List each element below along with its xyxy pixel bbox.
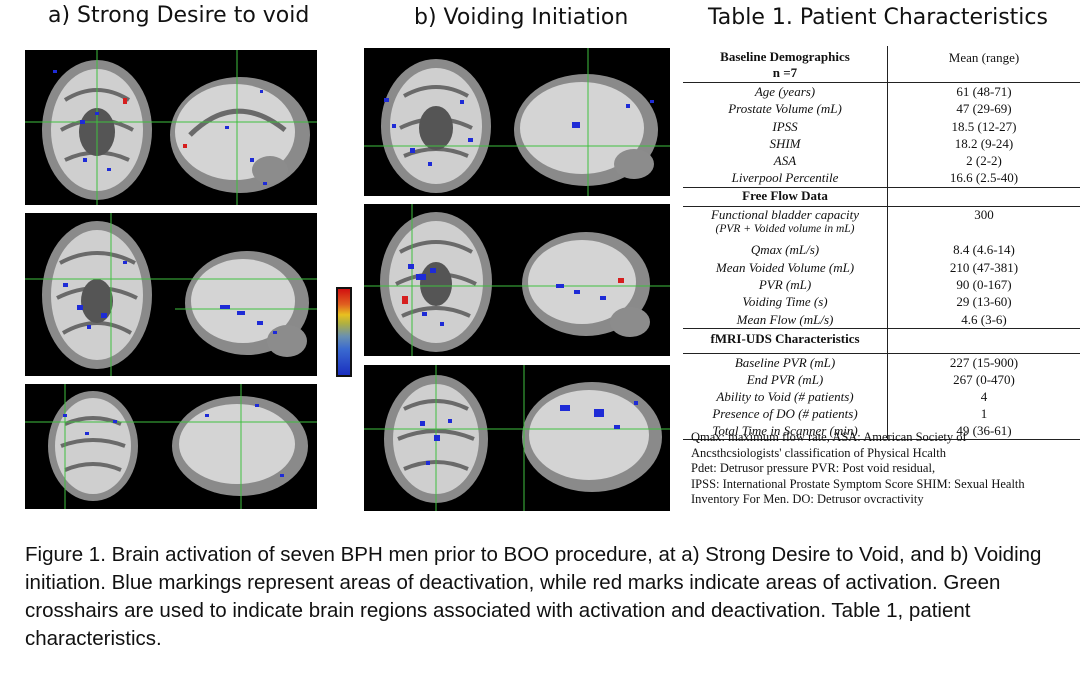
table-row: Voiding Time (s) 29 (13-60)	[683, 293, 1080, 311]
row-label: Mean Flow (mL/s)	[683, 310, 888, 328]
table-footnotes: Qmax: maximum flow rate, ASA: American S…	[691, 430, 1080, 508]
table-row: Ability to Void (# patients) 4	[683, 387, 1080, 405]
table-row: Total Time in Scanner (min) 49 (36-61)	[683, 421, 1080, 440]
table-row: PVR (mL) 90 (0-167)	[683, 275, 1080, 294]
row-label: Functional bladder capacity(PVR + Voided…	[683, 206, 888, 242]
free-flow-section: Functional bladder capacity(PVR + Voided…	[683, 206, 1080, 328]
row-value: 300	[974, 206, 994, 222]
scan-a1	[25, 50, 317, 205]
row-label: Baseline PVR (mL)	[683, 353, 888, 371]
table-row: Age (years) 61 (48-71)	[683, 83, 1080, 101]
row-value: 227 (15-900)	[949, 354, 1019, 370]
table-row: Mean Flow (mL/s) 4.6 (3-6)	[683, 310, 1080, 328]
row-label: Liverpool Percentile	[683, 169, 888, 187]
demographics-section: Age (years)61 (48-71)Prostate Volume (mL…	[683, 83, 1080, 187]
row-value: 90 (0-167)	[956, 276, 1012, 292]
table-row: End PVR (mL) 267 (0-470)	[683, 370, 1080, 388]
table-row: Functional bladder capacity(PVR + Voided…	[683, 206, 1080, 242]
table-row: Liverpool Percentile 16.6 (2.5-40)	[683, 169, 1080, 187]
header-left-line2: n =7	[772, 65, 798, 80]
row-label: Voiding Time (s)	[683, 293, 888, 311]
row-label: Qmax (mL/s)	[683, 241, 888, 259]
figure-caption: Figure 1. Brain activation of seven BPH …	[25, 543, 1042, 650]
free-flow-header-row: Free Flow Data	[683, 186, 1080, 207]
table-header-right: Mean (range)	[948, 50, 1020, 65]
row-value: 210 (47-381)	[949, 259, 1019, 275]
footnote-line: Pdet: Detrusor pressure PVR: Post void r…	[691, 461, 936, 475]
table-row: Qmax (mL/s) 8.4 (4.6-14)	[683, 241, 1080, 259]
row-label: SHIM	[683, 134, 888, 153]
row-label: Prostate Volume (mL)	[683, 100, 888, 118]
table-row: SHIM 18.2 (9-24)	[683, 134, 1080, 153]
scan-a3	[25, 384, 317, 509]
footnote-line: Ancsthcsiologists' classification of Phy…	[691, 445, 946, 460]
patient-characteristics-table: Baseline Demographics n =7 Mean (range) …	[683, 46, 1080, 440]
footnote-line: Inventory For Men. DO: Detrusor ovcracti…	[691, 492, 924, 506]
table-row: ASA 2 (2-2)	[683, 152, 1080, 170]
table-row: Baseline PVR (mL) 227 (15-900)	[683, 353, 1080, 371]
table-header-left: Baseline Demographics n =7	[683, 46, 888, 82]
row-label: Ability to Void (# patients)	[683, 387, 888, 405]
row-value: 61 (48-71)	[956, 84, 1012, 99]
scan-a2	[25, 213, 317, 376]
row-label-sub: (PVR + Voided volume in mL)	[715, 222, 855, 235]
row-value: 29 (13-60)	[956, 294, 1012, 310]
fmri-section: Baseline PVR (mL)227 (15-900)End PVR (mL…	[683, 353, 1080, 440]
footnote-line: Qmax: maximum flow rate, ASA: American S…	[691, 430, 967, 444]
row-label: Total Time in Scanner (min)	[683, 421, 888, 439]
table-row: Presence of DO (# patients) 1	[683, 404, 1080, 422]
row-value: 18.5 (12-27)	[951, 118, 1017, 134]
table-header-row: Baseline Demographics n =7 Mean (range)	[683, 46, 1080, 83]
row-value: 267 (0-470)	[953, 371, 1015, 387]
row-label: Mean Voided Volume (mL)	[683, 258, 888, 276]
row-value: 2 (2-2)	[966, 153, 1002, 169]
row-value: 16.6 (2.5-40)	[949, 170, 1019, 186]
table-row: Prostate Volume (mL) 47 (29-69)	[683, 100, 1080, 118]
row-label: Presence of DO (# patients)	[683, 404, 888, 422]
row-value: 18.2 (9-24)	[954, 135, 1014, 151]
row-label: End PVR (mL)	[683, 370, 888, 388]
scan-b3	[364, 365, 670, 511]
row-value: 47 (29-69)	[956, 101, 1012, 117]
free-flow-header: Free Flow Data	[683, 187, 888, 206]
scan-b2	[364, 204, 670, 356]
row-value: 8.4 (4.6-14)	[953, 242, 1015, 258]
fmri-header: fMRI-UDS Characteristics	[683, 328, 888, 353]
fmri-header-row: fMRI-UDS Characteristics	[683, 327, 1080, 354]
row-label: ASA	[683, 152, 888, 170]
row-value: 49 (36-61)	[956, 422, 1012, 438]
row-label: IPSS	[683, 117, 888, 135]
table-row: IPSS 18.5 (12-27)	[683, 117, 1080, 135]
table-row: Mean Voided Volume (mL) 210 (47-381)	[683, 258, 1080, 276]
row-value: 4.6 (3-6)	[961, 311, 1007, 327]
row-label: PVR (mL)	[683, 275, 888, 294]
row-value: 1	[980, 405, 988, 421]
row-label: Age (years)	[683, 83, 888, 101]
row-value: 4	[980, 388, 988, 404]
table-title: Table 1. Patient Characteristics	[708, 5, 1048, 30]
row-label-main: Functional bladder capacity	[710, 206, 860, 222]
activation-colorbar	[336, 287, 352, 377]
header-left-line1: Baseline Demographics	[720, 49, 850, 64]
footnote-line: IPSS: International Prostate Symptom Sco…	[691, 476, 1025, 491]
panel-a-title: a) Strong Desire to void	[48, 3, 310, 28]
scan-b1	[364, 48, 670, 196]
panel-b-title: b) Voiding Initiation	[414, 5, 629, 30]
